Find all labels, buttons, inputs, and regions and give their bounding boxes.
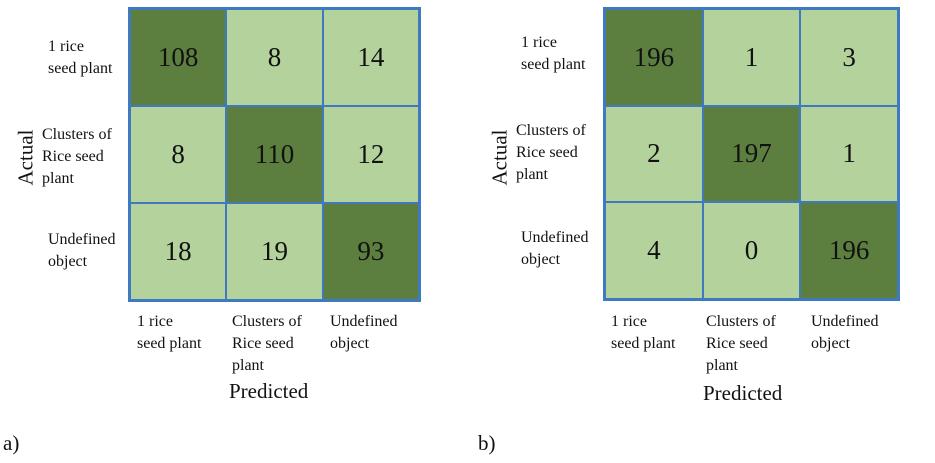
row-label: 1 rice seed plant [521, 34, 586, 73]
matrix-cell: 1 [702, 9, 801, 106]
column-label: Clusters of Rice seed plant [706, 313, 776, 374]
row-label: Undefined object [521, 229, 589, 268]
matrix-cell: 196 [800, 202, 898, 299]
matrix-grid: 108 8 14 8 110 12 18 19 93 [128, 7, 421, 302]
x-axis-title: Predicted [703, 381, 783, 405]
column-label: Undefined object [330, 313, 398, 352]
column-label: 1 rice seed plant [611, 313, 676, 352]
row-label: Clusters of Rice seed plant [42, 126, 112, 187]
panel-label: a) [3, 431, 20, 455]
y-axis-title: Actual [487, 129, 512, 186]
matrix-cell: 0 [702, 202, 801, 299]
row-label: Undefined object [48, 231, 116, 270]
matrix-grid: 196 1 3 2 197 1 4 0 196 [603, 7, 900, 301]
x-axis-title: Predicted [229, 379, 309, 403]
matrix-cell: 110 [226, 106, 323, 203]
matrix-cell: 8 [226, 9, 323, 106]
matrix-cell: 12 [322, 106, 419, 203]
matrix-cell: 1 [800, 105, 898, 203]
matrix-cell: 4 [605, 202, 703, 299]
row-label: Clusters of Rice seed plant [516, 122, 586, 183]
column-label: Clusters of Rice seed plant [232, 313, 302, 374]
confusion-matrix-panel-a: 108 8 14 8 110 12 18 19 93 1 rice seed p… [0, 0, 460, 463]
matrix-cell: 19 [226, 203, 323, 300]
column-label: Undefined object [811, 313, 879, 352]
y-axis-title: Actual [13, 129, 38, 186]
matrix-cell: 3 [800, 9, 898, 106]
column-label: 1 rice seed plant [137, 313, 202, 352]
matrix-cell: 18 [130, 203, 227, 300]
row-label: 1 rice seed plant [48, 38, 113, 77]
matrix-cell: 2 [605, 105, 703, 203]
panel-label: b) [478, 431, 496, 455]
matrix-cell: 8 [130, 106, 227, 203]
matrix-cell: 108 [130, 9, 227, 106]
matrix-cell: 197 [702, 105, 801, 203]
matrix-cell: 14 [322, 9, 419, 106]
matrix-cell: 93 [322, 203, 419, 300]
matrix-cell: 196 [605, 9, 703, 106]
confusion-matrix-panel-b: 196 1 3 2 197 1 4 0 196 1 rice seed plan… [475, 0, 935, 463]
